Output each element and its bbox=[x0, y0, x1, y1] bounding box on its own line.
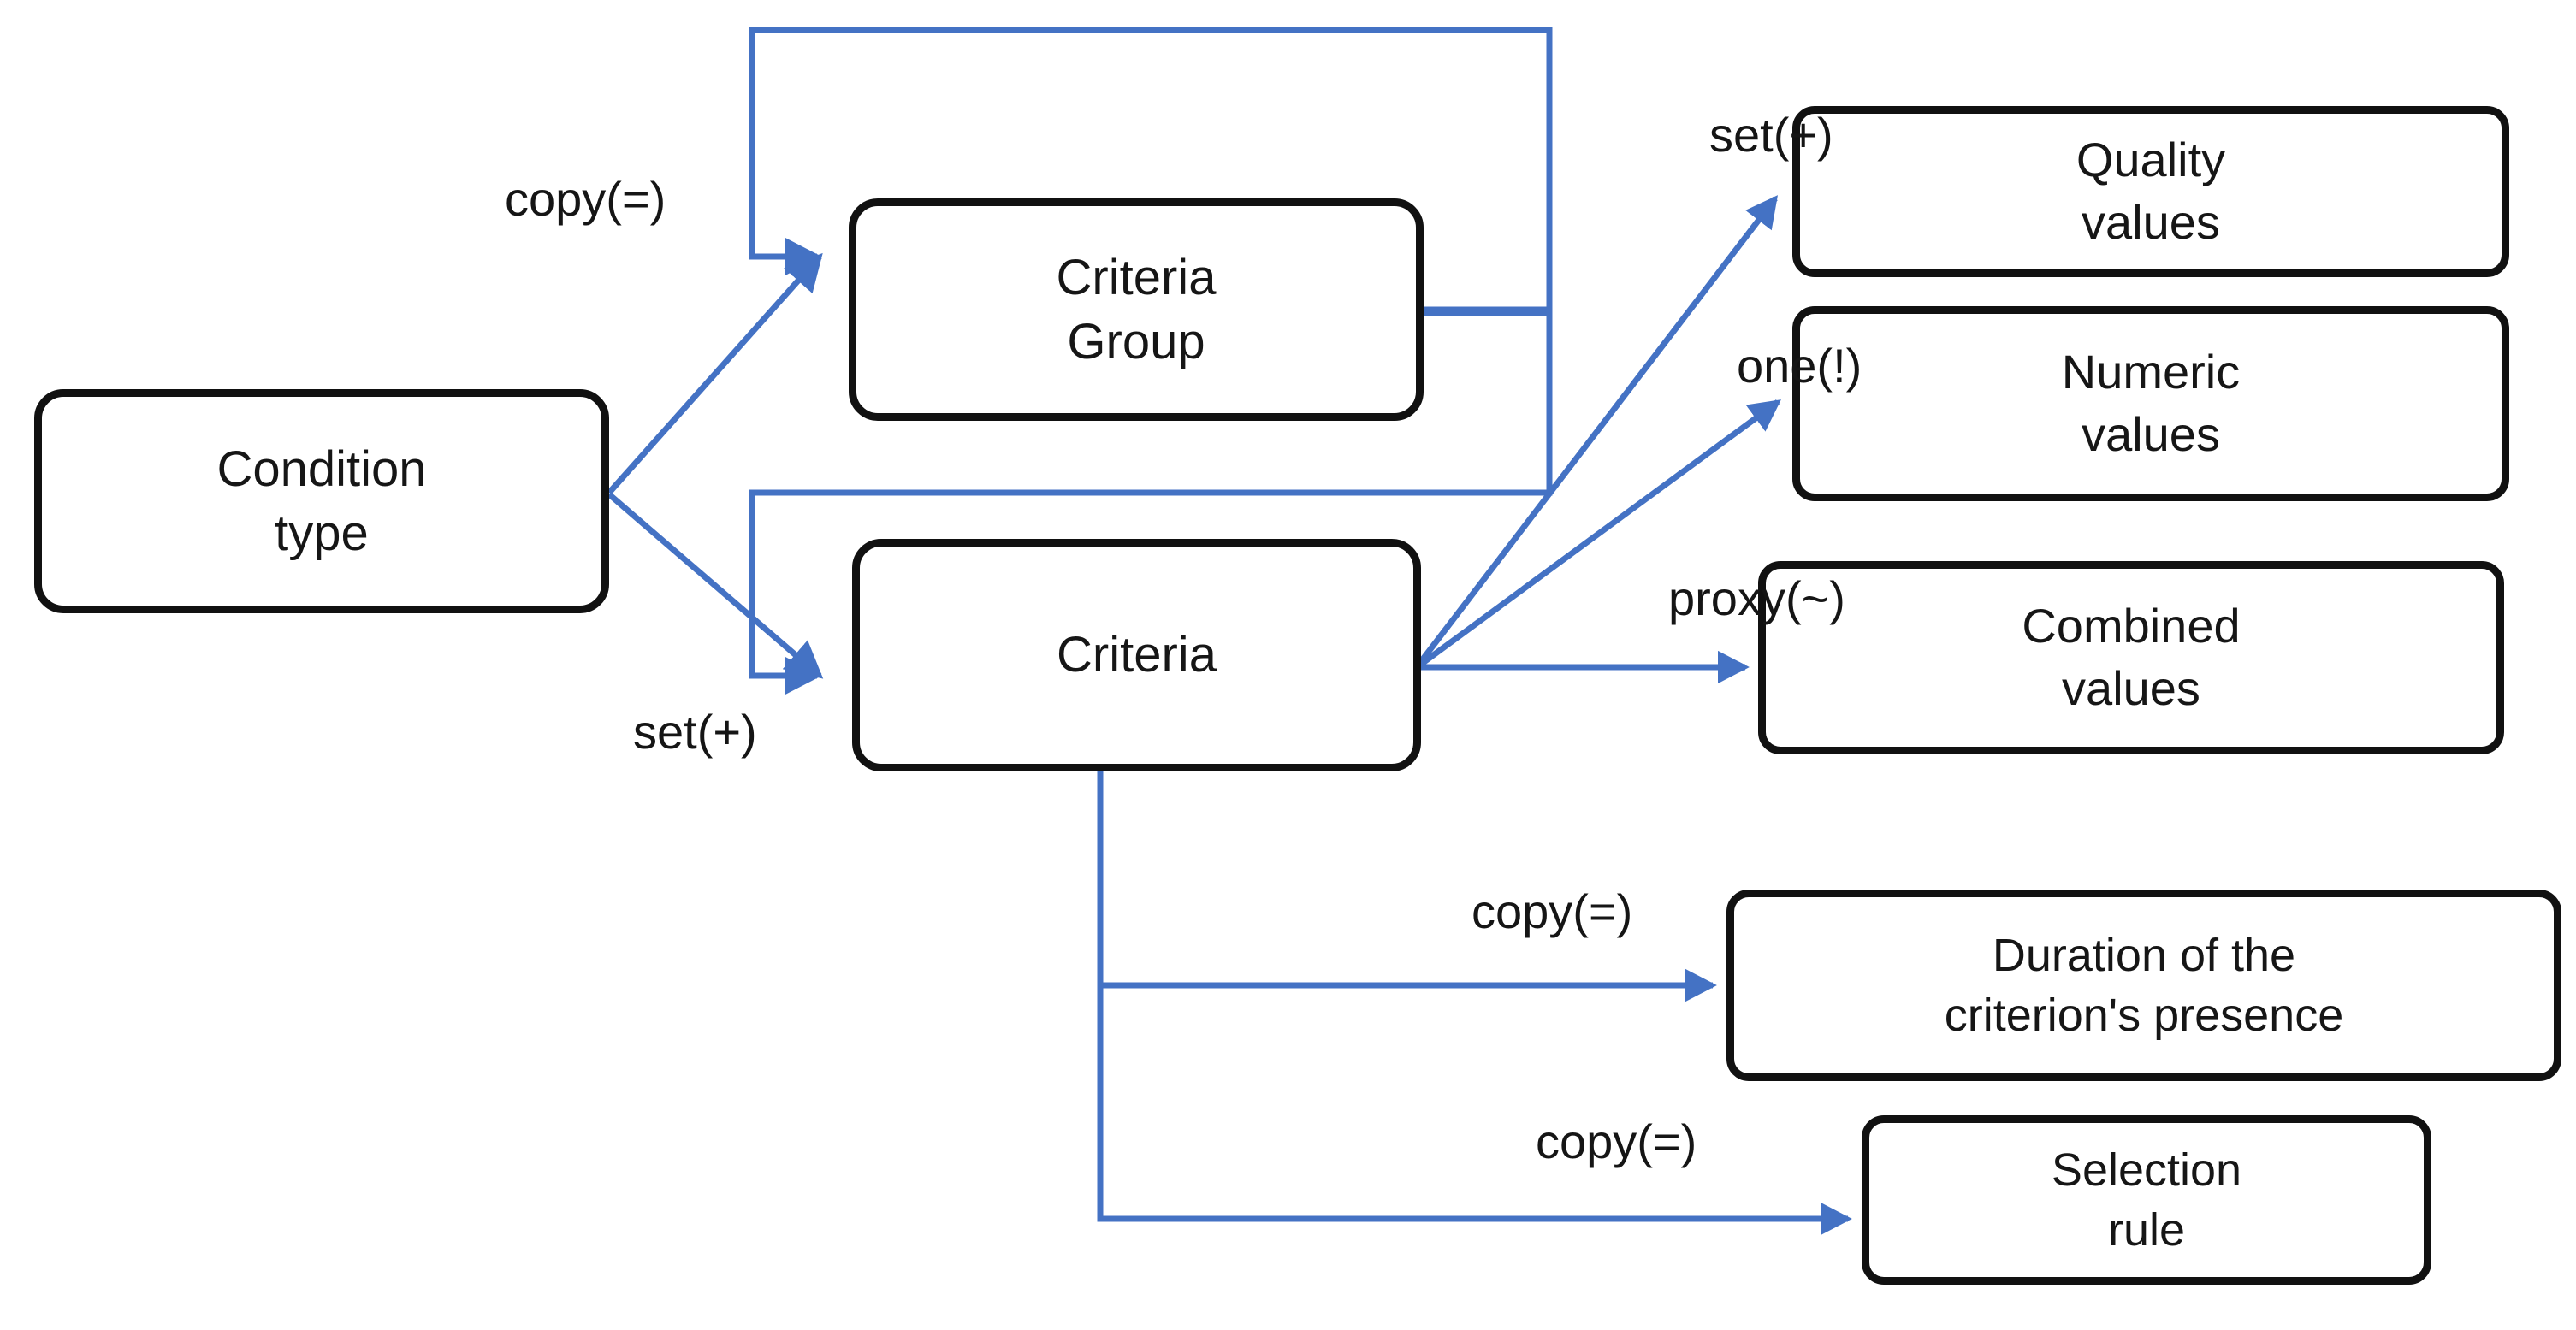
edge-condition-to-criteria-group bbox=[607, 252, 823, 495]
edge-criteria-to-selection-rule bbox=[1097, 985, 1852, 1236]
edge-condition-to-criteria bbox=[607, 492, 824, 679]
edge-criteria-to-duration bbox=[1097, 771, 1717, 1002]
edge-label-one-to-numeric-values: one(!) bbox=[1737, 339, 1862, 393]
edge-criteria-group-self-loop bbox=[749, 27, 1553, 313]
edge-label-copy-to-criteria-group: copy(=) bbox=[505, 172, 666, 226]
edge-label-copy-to-duration: copy(=) bbox=[1472, 884, 1633, 938]
edge-label-set-to-criteria: set(+) bbox=[633, 705, 757, 759]
edge-criteria-group-to-criteria bbox=[749, 310, 1553, 695]
edge-criteria-to-quality-values bbox=[1417, 195, 1778, 666]
node-criteria-label: Criteria bbox=[1057, 627, 1217, 683]
edge-criteria-to-numeric-values bbox=[1417, 399, 1781, 668]
edge-label-copy-to-selection-rule: copy(=) bbox=[1536, 1114, 1697, 1168]
node-criteria[interactable]: Criteria bbox=[852, 539, 1421, 771]
edge-label-proxy-to-combined-values: proxy(~) bbox=[1668, 571, 1845, 625]
edge-label-set-to-quality-values: set(+) bbox=[1709, 108, 1833, 162]
